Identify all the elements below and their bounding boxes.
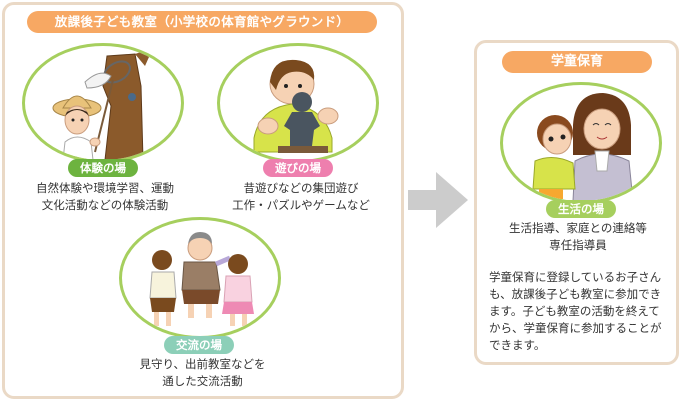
after-school-classroom-title: 放課後子ども教室（小学校の体育館やグラウンド） xyxy=(27,11,377,33)
experience-badge: 体験の場 xyxy=(68,159,138,177)
experience-caption: 自然体験や環境学習、運動 文化活動などの体験活動 xyxy=(36,181,174,212)
exchange-badge: 交流の場 xyxy=(164,336,234,354)
daily-life-caption: 生活指導、家庭との連絡等 専任指導員 xyxy=(509,221,647,252)
mother-and-child-icon xyxy=(532,93,634,201)
boy-with-bug-net-icon xyxy=(52,48,153,160)
arrow-right-icon xyxy=(408,172,468,228)
experience-oval xyxy=(22,43,184,163)
exchange-caption: 見守り、出前教室などを 通した交流活動 xyxy=(139,357,266,388)
play-caption: 昔遊びなどの集団遊び 工作・パズルやゲームなど xyxy=(232,181,370,212)
daily-life-oval xyxy=(500,82,662,204)
play-badge: 遊びの場 xyxy=(263,159,333,177)
daily-life-badge: 生活の場 xyxy=(546,200,616,218)
afterschool-care-note: 学童保育に登録しているお子さん も、放課後子ども教室に参加でき ます。子ども教室… xyxy=(489,270,662,352)
boy-making-clay-figure-icon xyxy=(253,59,339,153)
elder-with-children-icon xyxy=(149,232,254,326)
exchange-oval xyxy=(119,217,281,339)
play-oval xyxy=(217,43,379,163)
afterschool-care-title: 学童保育 xyxy=(502,51,652,73)
